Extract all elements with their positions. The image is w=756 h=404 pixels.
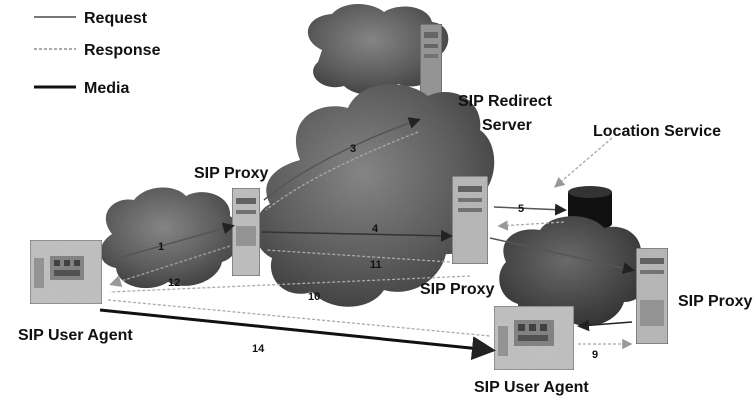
sip-proxy-center-device: [452, 176, 488, 264]
legend-response-label: Response: [84, 42, 161, 59]
sip-user-agent-left-label: SIP User Agent: [18, 327, 133, 344]
legend-request-label: Request: [84, 10, 148, 27]
sip-proxy-left-label: SIP Proxy: [194, 165, 269, 182]
step-10-label: 10: [308, 291, 320, 303]
step-9-label: 9: [592, 349, 598, 361]
sip-user-agent-right-label: SIP User Agent: [474, 379, 589, 396]
legend: Request Response Media: [34, 10, 161, 97]
step-12-label: 12: [168, 277, 180, 289]
arrow-step-5: [494, 207, 564, 210]
sip-proxy-left-device: [232, 188, 260, 276]
sip-proxy-center-label: SIP Proxy: [420, 281, 495, 298]
step-4-label: 4: [372, 223, 379, 235]
location-service-pointer: [556, 138, 612, 186]
sip-redirect-server-label-line2: Server: [482, 117, 532, 134]
step-1-label: 1: [158, 241, 164, 253]
step-5-label: 5: [518, 203, 524, 215]
location-service-label: Location Service: [593, 123, 721, 140]
step-11-label: 11: [370, 259, 382, 271]
sip-proxy-right-device: [636, 248, 668, 344]
sip-redirect-server-label-line1: SIP Redirect: [458, 93, 553, 110]
sip-proxy-right-label: SIP Proxy: [678, 293, 753, 310]
sip-user-agent-left-device: [30, 240, 102, 304]
step-14-label: 14: [252, 343, 265, 355]
left-cloud: [100, 187, 239, 288]
legend-media-label: Media: [84, 80, 129, 97]
arrow-step-14-media: [100, 310, 490, 350]
sip-user-agent-right-device: [494, 306, 574, 370]
step-3-label: 3: [350, 143, 356, 155]
